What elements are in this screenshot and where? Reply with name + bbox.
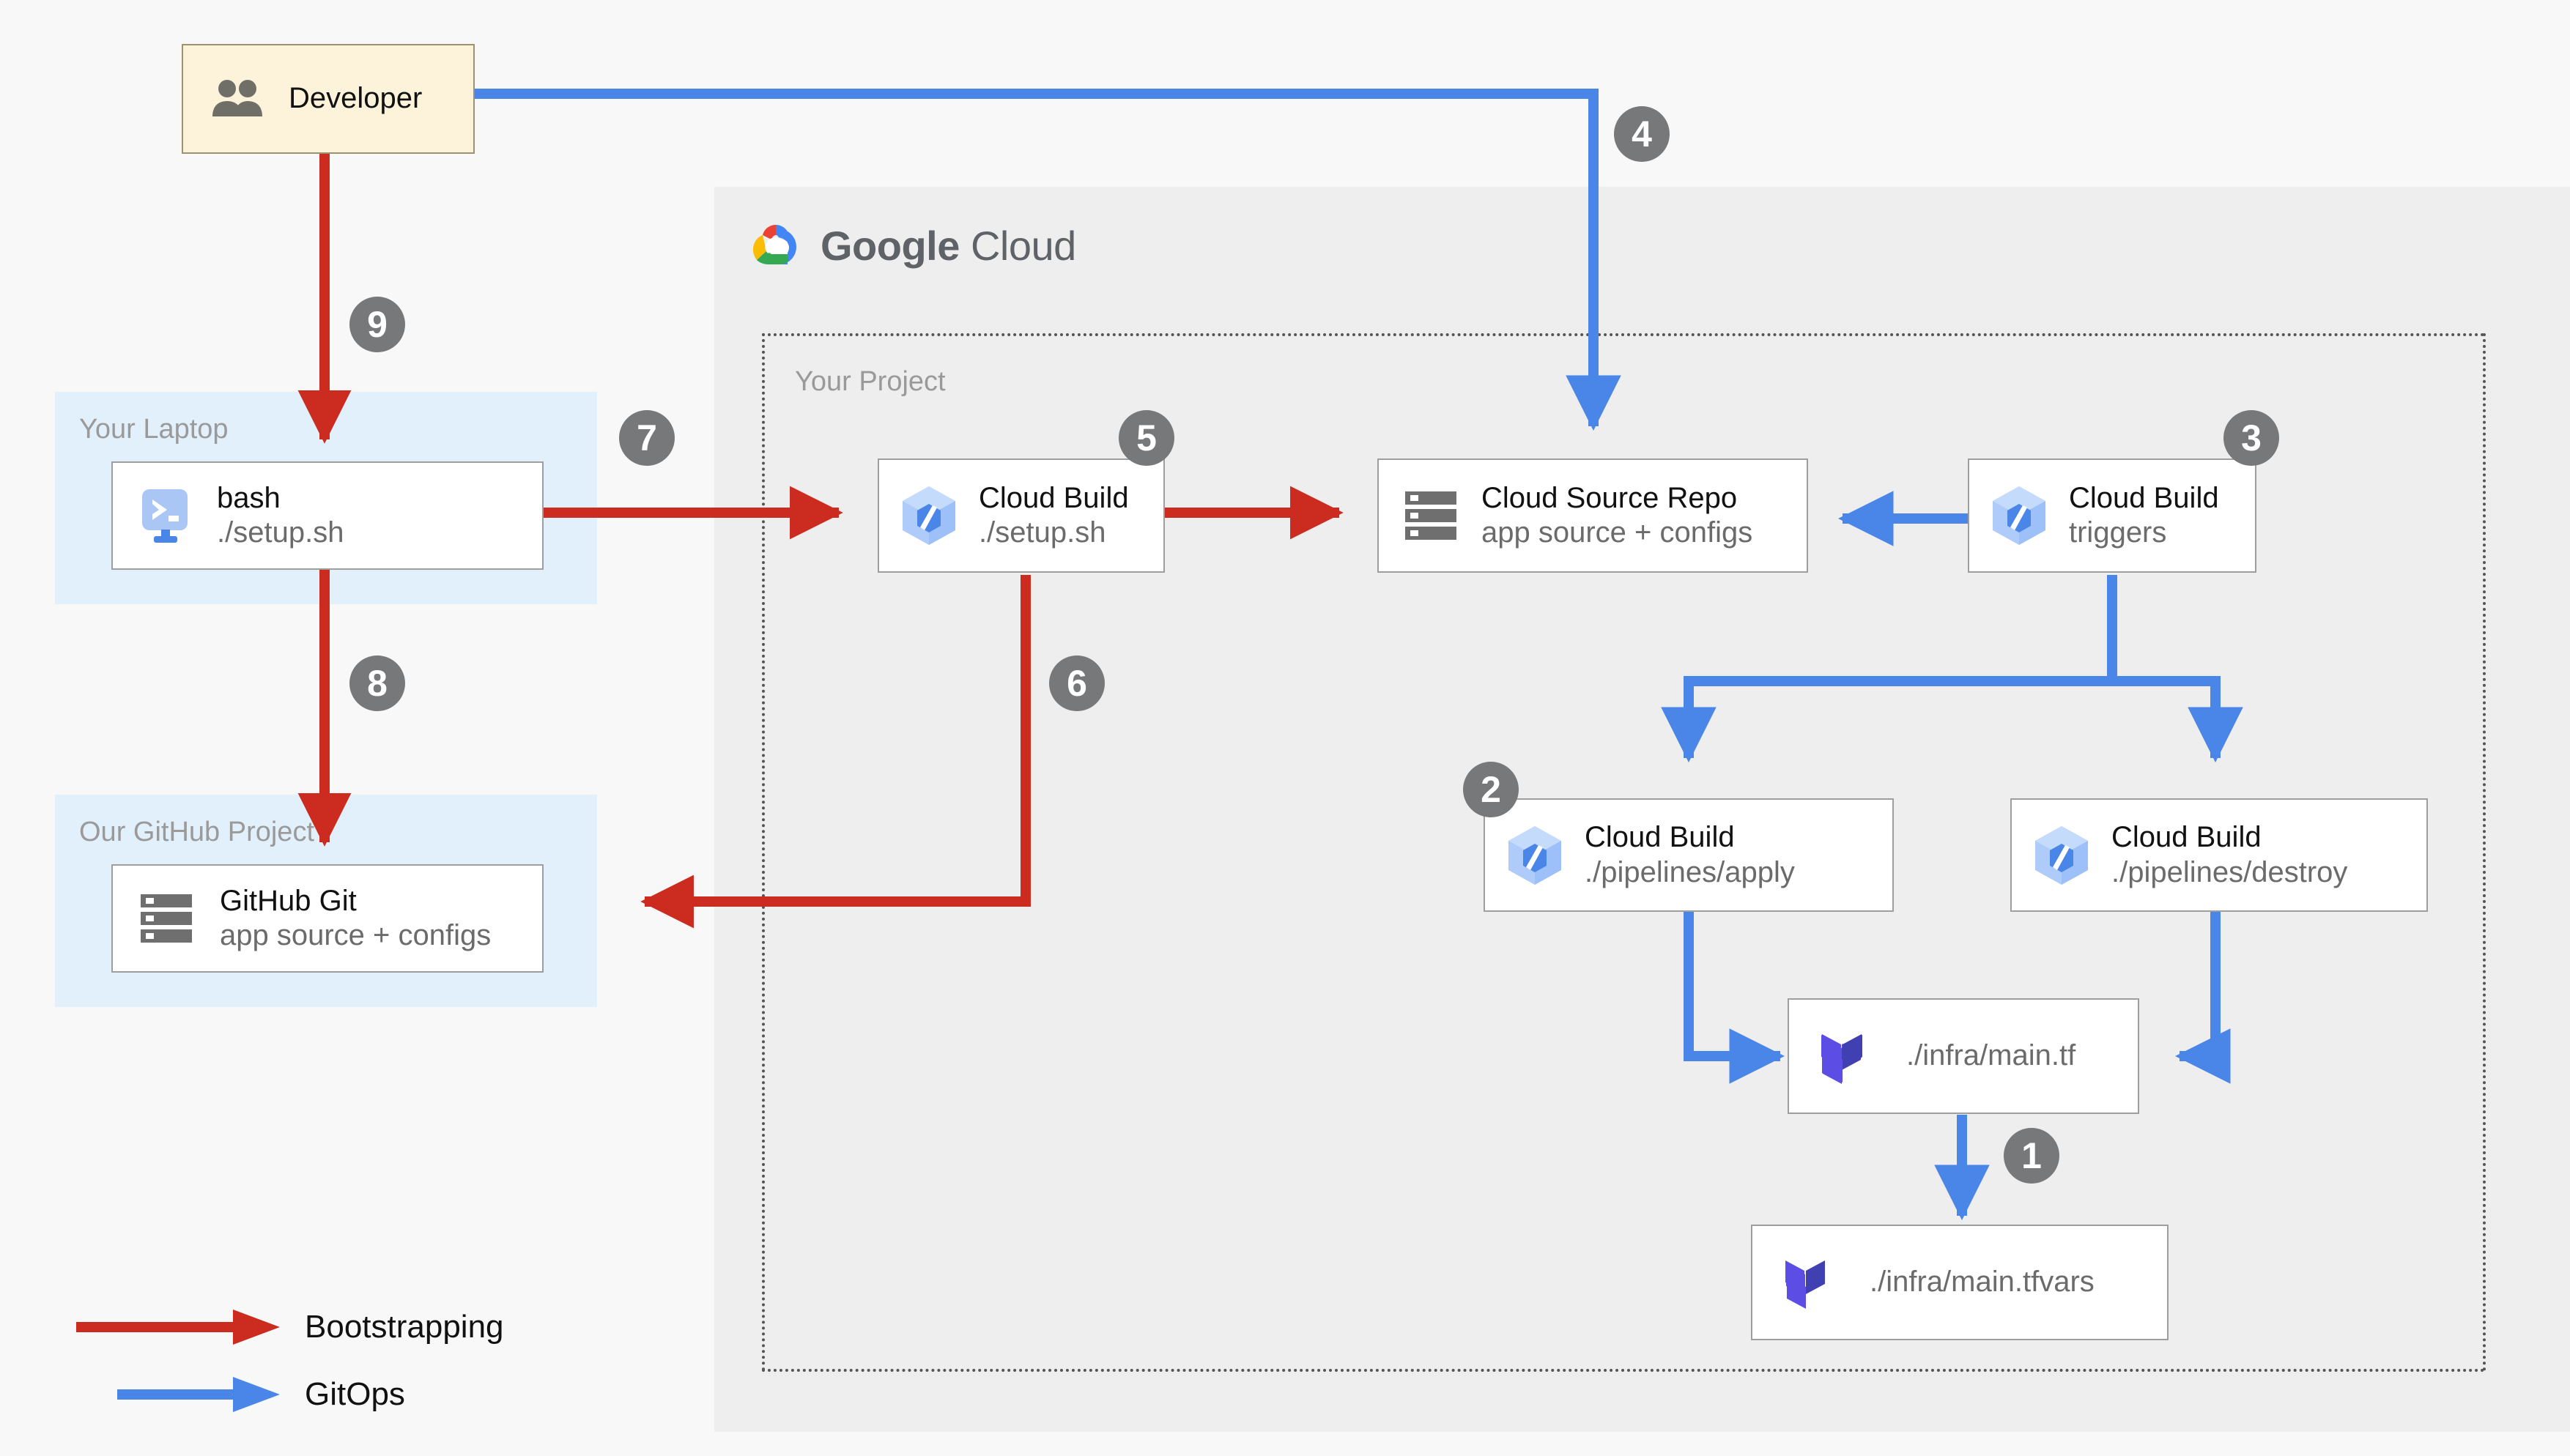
node-developer-title: Developer	[289, 82, 423, 115]
node-cloud-source-repo-title: Cloud Source Repo	[1481, 481, 1738, 514]
node-main-tfvars-text: ./infra/main.tfvars	[1870, 1265, 2095, 1299]
node-cloud-source-repo-subtitle: app source + configs	[1481, 516, 1753, 549]
zone-label-your-project: Your Project	[795, 366, 946, 397]
node-bash-text: bash ./setup.sh	[217, 481, 344, 550]
legend-item-bootstrapping: Bootstrapping	[73, 1304, 504, 1351]
node-cloud-build-setup[interactable]: Cloud Build ./setup.sh	[878, 458, 1165, 573]
node-github-git-subtitle: app source + configs	[220, 919, 492, 951]
node-bash-subtitle: ./setup.sh	[217, 516, 344, 549]
node-main-tf[interactable]: ./infra/main.tf	[1788, 998, 2139, 1114]
step-badge-7: 7	[619, 410, 675, 466]
google-word: Google	[821, 223, 960, 269]
node-cloud-build-triggers-title: Cloud Build	[2069, 481, 2219, 514]
node-cloud-build-destroy-text: Cloud Build ./pipelines/destroy	[2111, 820, 2347, 889]
node-cloud-source-repo[interactable]: Cloud Source Repo app source + configs	[1377, 458, 1808, 573]
legend: Bootstrapping GitOps	[73, 1289, 630, 1421]
legend-arrow-gitops	[117, 1377, 280, 1412]
step-badge-2: 2	[1463, 762, 1519, 817]
node-cloud-build-triggers-text: Cloud Build triggers	[2069, 481, 2219, 550]
legend-arrow-bootstrapping	[76, 1310, 280, 1345]
edge-developer-to-source-repo	[475, 89, 1621, 431]
node-cloud-build-setup-subtitle: ./setup.sh	[979, 516, 1106, 549]
node-main-tf-text: ./infra/main.tf	[1906, 1039, 2075, 1073]
google-cloud-wordmark: Google Cloud	[821, 222, 1076, 270]
step-badge-6: 6	[1049, 655, 1105, 711]
repository-icon	[138, 891, 195, 946]
cloud-build-icon	[898, 483, 960, 548]
node-developer-text: Developer	[289, 81, 422, 116]
terraform-icon	[1820, 1025, 1875, 1088]
repository-icon	[1402, 489, 1459, 543]
node-cloud-build-setup-text: Cloud Build ./setup.sh	[979, 481, 1129, 550]
node-cloud-build-triggers-subtitle: triggers	[2069, 516, 2167, 549]
terraform-icon	[1783, 1251, 1839, 1314]
google-cloud-branding: Google Cloud	[747, 220, 1076, 272]
step-badge-8: 8	[349, 655, 405, 711]
node-main-tfvars-title: ./infra/main.tfvars	[1870, 1266, 2095, 1299]
step-badge-3: 3	[2223, 410, 2279, 466]
node-cloud-build-destroy[interactable]: Cloud Build ./pipelines/destroy	[2010, 798, 2428, 912]
zone-label-your-laptop: Your Laptop	[79, 414, 229, 445]
google-cloud-logo-icon	[747, 220, 804, 272]
node-main-tfvars[interactable]: ./infra/main.tfvars	[1751, 1225, 2169, 1340]
legend-label-gitops: GitOps	[305, 1376, 405, 1412]
cloud-build-icon	[2031, 823, 2092, 888]
legend-label-bootstrapping: Bootstrapping	[305, 1309, 504, 1345]
node-bash-title: bash	[217, 481, 281, 514]
node-cloud-build-apply-subtitle: ./pipelines/apply	[1585, 855, 1795, 888]
people-icon	[211, 78, 264, 119]
cloud-build-icon	[1504, 823, 1566, 888]
node-cloud-build-apply-text: Cloud Build ./pipelines/apply	[1585, 820, 1795, 889]
edge-destroy-to-main-tf	[2174, 912, 2231, 1084]
step-badge-5: 5	[1119, 410, 1174, 466]
step-badge-4: 4	[1614, 106, 1670, 162]
step-badge-1: 1	[2004, 1128, 2059, 1184]
node-github-git-title: GitHub Git	[220, 884, 357, 917]
zone-label-github-project: Our GitHub Project	[79, 817, 314, 847]
step-badge-9: 9	[349, 297, 405, 352]
node-github-git[interactable]: GitHub Git app source + configs	[111, 864, 544, 973]
edge-triggers-to-destroy	[2107, 575, 2243, 763]
edge-apply-to-main-tf	[1684, 912, 1785, 1084]
node-github-git-text: GitHub Git app source + configs	[220, 884, 491, 953]
node-cloud-build-destroy-title: Cloud Build	[2111, 821, 2262, 854]
legend-item-gitops: GitOps	[73, 1371, 405, 1418]
node-cloud-build-apply-title: Cloud Build	[1585, 821, 1735, 854]
node-cloud-source-repo-text: Cloud Source Repo app source + configs	[1481, 481, 1752, 550]
terminal-icon	[138, 488, 192, 543]
zone-your-project	[762, 333, 2486, 1372]
cloud-word: Cloud	[970, 223, 1076, 269]
node-bash[interactable]: bash ./setup.sh	[111, 461, 544, 570]
cloud-build-icon	[1988, 483, 2050, 548]
node-developer[interactable]: Developer	[182, 44, 475, 154]
node-cloud-build-destroy-subtitle: ./pipelines/destroy	[2111, 855, 2348, 888]
node-cloud-build-apply[interactable]: Cloud Build ./pipelines/apply	[1484, 798, 1894, 912]
edge-triggers-to-apply	[1661, 575, 2117, 763]
edge-cloudbuild-setup-to-github	[640, 575, 1031, 929]
node-cloud-build-triggers[interactable]: Cloud Build triggers	[1968, 458, 2256, 573]
node-cloud-build-setup-title: Cloud Build	[979, 481, 1129, 514]
node-main-tf-title: ./infra/main.tf	[1906, 1039, 2076, 1072]
